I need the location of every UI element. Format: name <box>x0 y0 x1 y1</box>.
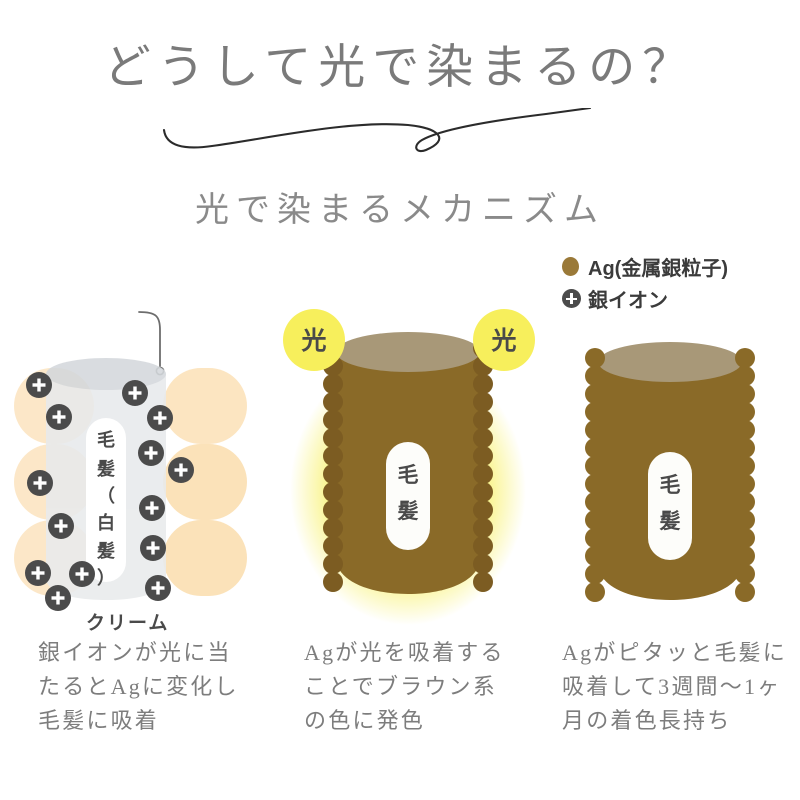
silver-ion-plus-circle-icon <box>138 440 164 466</box>
panel-step-2: 毛 髪 光 光 Agが光を吸着することでブラウン系の色に発色 <box>278 300 538 800</box>
svg-text:（: （ <box>97 486 115 506</box>
panel-2-figure: 毛 髪 光 光 <box>283 309 535 625</box>
silver-ion-plus-circle-icon <box>26 372 52 398</box>
legend-item-ag: Ag(金属銀粒子) <box>562 252 792 281</box>
silver-ion-plus-circle-icon <box>69 561 95 587</box>
svg-text:髪: 髪 <box>96 458 115 479</box>
panel-2-caption: Agが光を吸着することでブラウン系の色に発色 <box>304 640 505 734</box>
silver-ion-plus-circle-icon <box>45 585 71 611</box>
svg-text:）: ） <box>97 568 115 588</box>
silver-ion-plus-circle-icon <box>147 405 173 431</box>
panel-1-caption: 銀イオンが光に当たるとAgに変化し毛髪に吸着 <box>38 640 239 734</box>
silver-ion-plus-circle-icon <box>145 575 171 601</box>
silver-ion-plus-circle-icon <box>140 535 166 561</box>
svg-text:毛: 毛 <box>97 429 115 450</box>
svg-text:光: 光 <box>490 327 516 355</box>
silver-ion-plus-circle-icon <box>168 457 194 483</box>
panel-step-1: クリーム 毛 髪 （ <box>8 300 268 800</box>
legend-item-silver-ion-label: 銀イオン <box>588 290 668 312</box>
silver-ion-plus-circle-icon <box>139 495 165 521</box>
silver-ion-plus-circle-icon <box>46 404 72 430</box>
panel-1-figure: 毛 髪 （ 白 髪 ） <box>14 311 247 611</box>
hair-label-vertical: 毛 髪 <box>659 474 681 533</box>
hair-label-vertical: 毛 髪 （ 白 髪 ） <box>96 429 115 588</box>
panel-3-figure: 毛 髪 <box>585 342 755 602</box>
light-bubble-right: 光 <box>473 309 535 371</box>
svg-text:光: 光 <box>300 327 326 355</box>
svg-text:白: 白 <box>97 512 115 533</box>
svg-text:髪: 髪 <box>96 540 115 561</box>
page-title: どうして光で染まるの？ <box>103 42 697 94</box>
svg-text:髪: 髪 <box>397 500 419 523</box>
silver-ion-plus-circle-icon <box>25 560 51 586</box>
silver-ion-plus-circle-icon <box>122 380 148 406</box>
ag-particle-column-left <box>585 348 605 602</box>
page-subtitle: 光で染まるメカニズム <box>195 192 605 229</box>
ag-particle-column-right <box>735 348 755 602</box>
silver-ion-plus-circle-icon <box>48 513 74 539</box>
ag-particle-dot-icon <box>562 257 579 276</box>
panel-3-caption: Agがピタッと毛髪に吸着して3週間〜1ヶ月の着色長持ち <box>562 640 787 734</box>
legend-item-ag-label: Ag(金属銀粒子) <box>588 258 728 280</box>
svg-text:髪: 髪 <box>659 510 681 533</box>
silver-ion-plus-circle-icon <box>562 289 581 308</box>
silver-ion-plus-circle-icon <box>27 470 53 496</box>
light-bubble-left: 光 <box>283 309 345 371</box>
cream-callout-label: クリーム <box>86 613 170 634</box>
svg-text:毛: 毛 <box>660 474 681 497</box>
svg-text:毛: 毛 <box>398 464 419 487</box>
hair-core-capsule <box>386 442 430 550</box>
panel-step-3: 毛 髪 Agがピタッと毛髪に吸着して3週間〜1ヶ月の着色長持ち <box>542 300 800 800</box>
hair-core-capsule <box>86 418 126 582</box>
legend: Ag(金属銀粒子) 銀イオン <box>562 252 792 316</box>
brush-swash-underline-icon <box>162 108 592 153</box>
hair-core-capsule <box>648 452 692 560</box>
hair-label-vertical: 毛 髪 <box>397 464 419 523</box>
silver-ion-group <box>25 372 194 611</box>
legend-item-silver-ion: 銀イオン <box>562 284 792 313</box>
callout-leader-line <box>138 311 161 367</box>
